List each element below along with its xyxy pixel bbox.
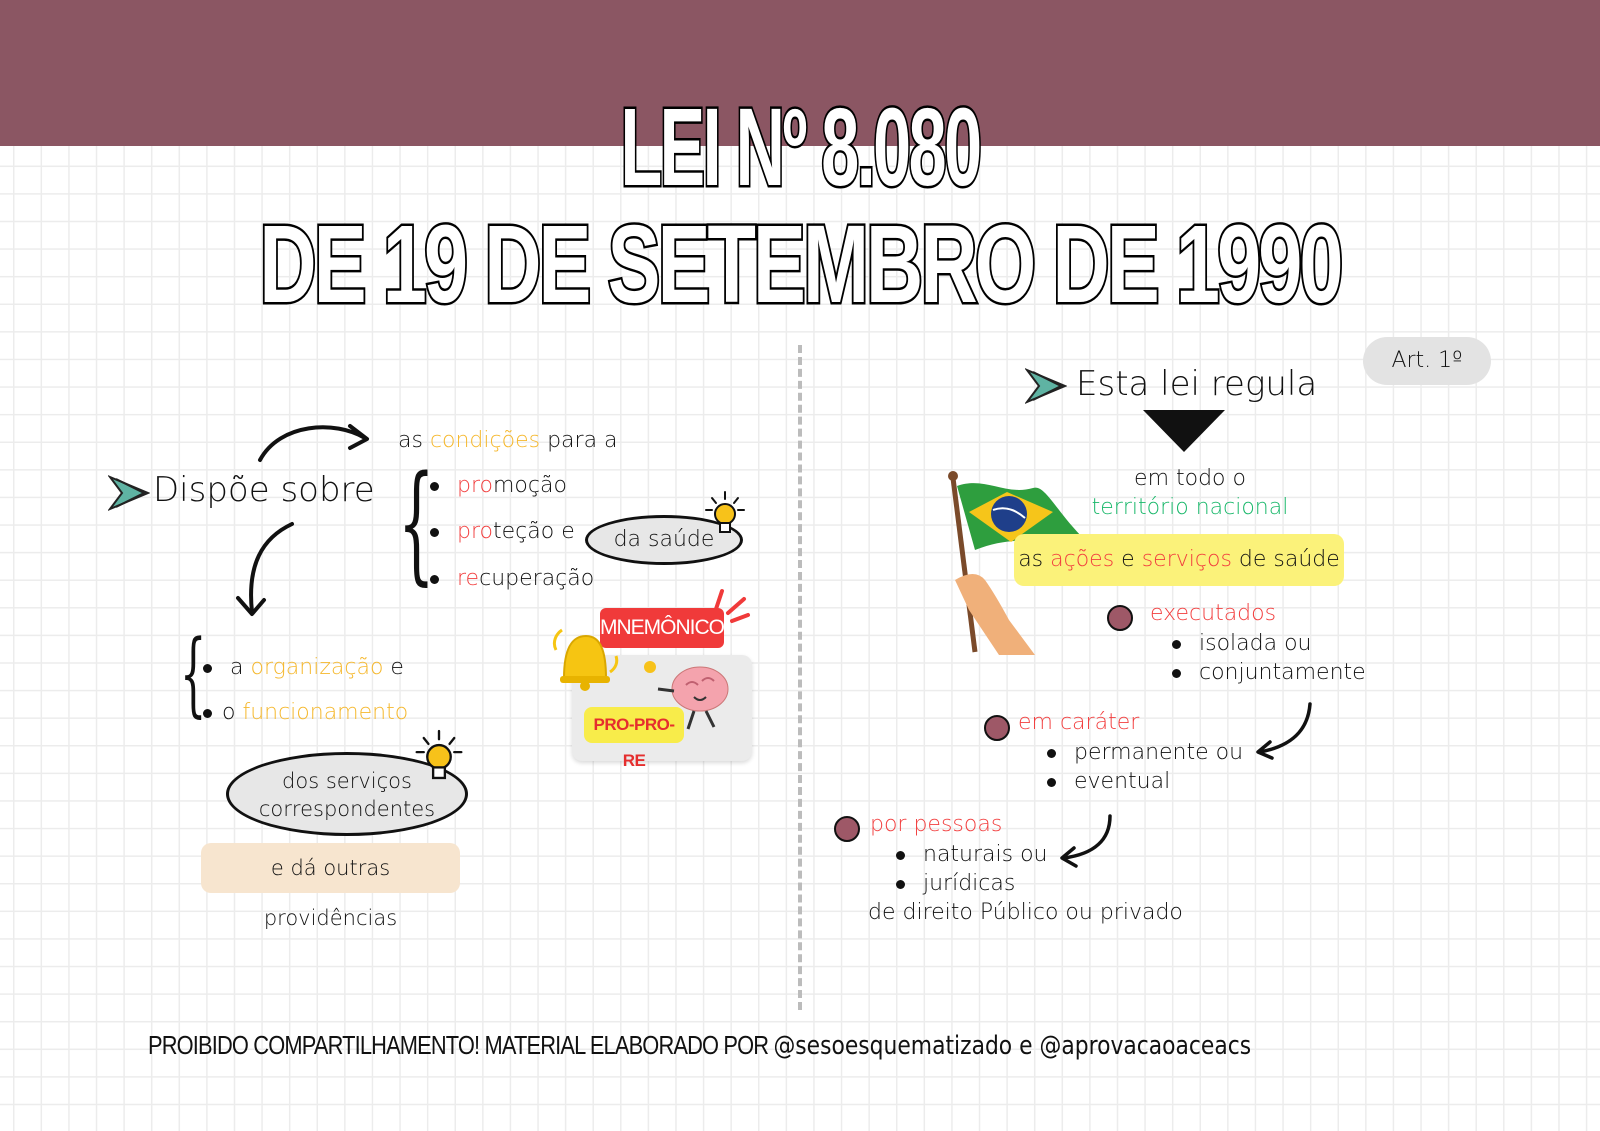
brain-mascot-icon	[644, 661, 729, 730]
footer-notice: PROIBIDO COMPARTILHAMENTO! MATERIAL ELAB…	[148, 1030, 1252, 1061]
conditions-line: as condições para a	[398, 428, 618, 453]
pillar-item: promoção	[430, 473, 567, 498]
bullet	[430, 574, 439, 584]
services-ellipse: dos serviços correspondentes	[226, 752, 468, 836]
persons-footer: de direito Público ou privado	[868, 900, 1183, 925]
left-heading: Dispõe sobre	[153, 470, 375, 510]
bullet	[896, 850, 905, 860]
health-ellipse: da saúde	[585, 515, 743, 565]
mnemonic-code: PRO-PRO-RE	[584, 707, 684, 770]
page-title-line1: LEI Nº 8.080	[619, 85, 984, 210]
executed-label: executados	[1150, 601, 1277, 626]
pillar-item: recuperação	[430, 566, 594, 591]
actions-highlight: as ações e serviços de saúde	[1014, 534, 1344, 586]
left-brace-2: {	[180, 620, 207, 727]
character-item: permanente ou	[1047, 740, 1243, 765]
brazil-flag-hand-icon	[948, 471, 1085, 655]
dot-icon	[1107, 605, 1133, 631]
pillar-item: proteção e	[430, 519, 575, 544]
persons-item: naturais ou	[896, 842, 1048, 867]
persons-item: jurídicas	[896, 871, 1015, 896]
executed-item: isolada ou	[1172, 631, 1311, 656]
page-title-line2: DE 19 DE SETEMBRO DE 1990	[258, 202, 1346, 327]
bullet	[430, 527, 439, 537]
executed-item: conjuntamente	[1172, 660, 1366, 685]
header-band	[0, 0, 1600, 146]
lightbulb-icon	[705, 491, 745, 533]
org-item: a organização e	[203, 655, 404, 680]
triangle-down-icon	[1143, 410, 1225, 452]
bullet	[203, 663, 212, 673]
bullet	[1047, 777, 1056, 787]
character-item: eventual	[1047, 769, 1170, 794]
article-badge: Art. 1º	[1363, 337, 1491, 385]
character-label: em caráter	[1018, 710, 1140, 735]
left-brace-1: {	[398, 449, 435, 598]
alert-lines-icon	[714, 589, 750, 623]
scope-line2: território nacional	[1091, 495, 1289, 520]
bullet	[1172, 639, 1181, 649]
center-divider	[798, 345, 802, 1010]
scope-line1: em todo o	[1134, 466, 1246, 491]
curved-arrow-down-left-icon	[1256, 702, 1312, 760]
persons-label: por pessoas	[870, 812, 1003, 837]
lightbulb-icon	[415, 729, 463, 780]
bullet	[896, 879, 905, 889]
other-provisions-note: e dá outras providências	[201, 843, 460, 930]
conditions-highlight: condições	[429, 428, 541, 453]
bullet	[430, 481, 439, 491]
bullet	[203, 708, 212, 718]
bell-icon	[552, 628, 619, 691]
org-item: o funcionamento	[203, 700, 408, 725]
curved-arrow-down-icon	[236, 522, 294, 616]
bullet	[1047, 748, 1056, 758]
right-heading: Esta lei regula	[1076, 364, 1318, 404]
chevron-right-icon	[1025, 368, 1067, 404]
mnemonic-label: MNEMÔNICO	[600, 608, 725, 648]
curved-arrow-down-left-icon	[1060, 814, 1112, 868]
dot-icon	[984, 715, 1010, 741]
chevron-right-icon	[108, 475, 150, 511]
dot-icon	[834, 816, 860, 842]
bullet	[1172, 668, 1181, 678]
curved-arrow-right-icon	[258, 424, 369, 462]
